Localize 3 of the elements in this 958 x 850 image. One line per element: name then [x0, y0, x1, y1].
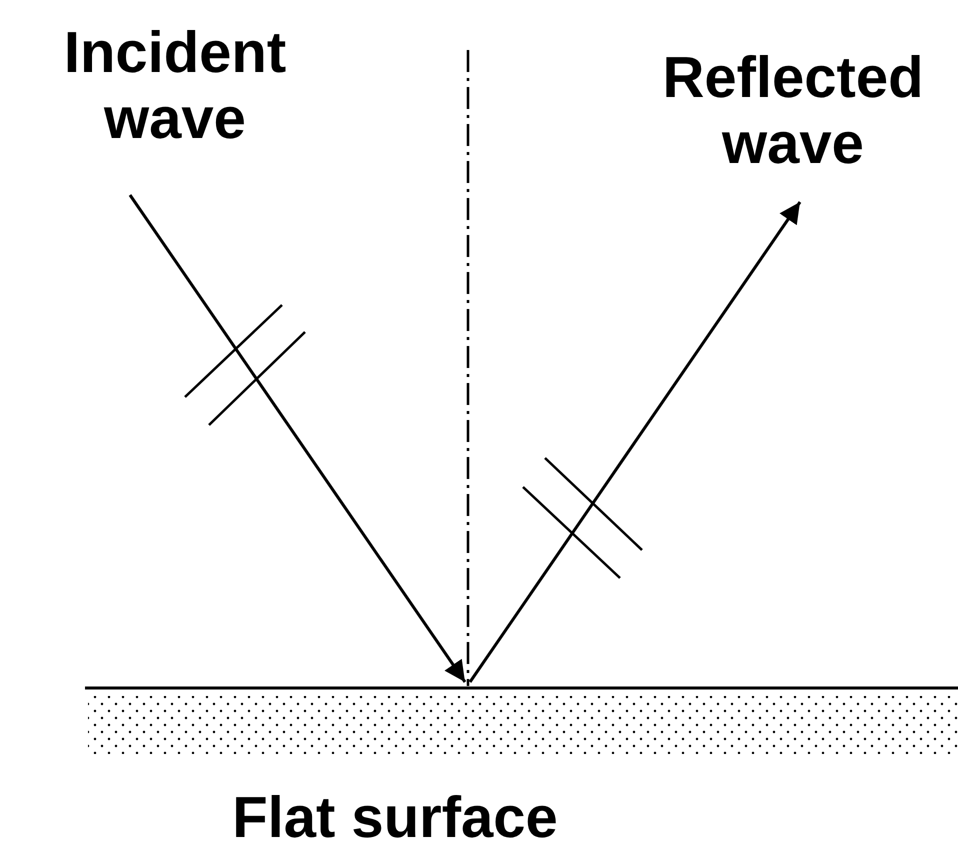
surface-label: Flat surface — [231, 785, 559, 850]
reflected-wave-label: Reflected wave — [661, 45, 925, 177]
incident-wave-label: Incident wave — [62, 20, 288, 152]
